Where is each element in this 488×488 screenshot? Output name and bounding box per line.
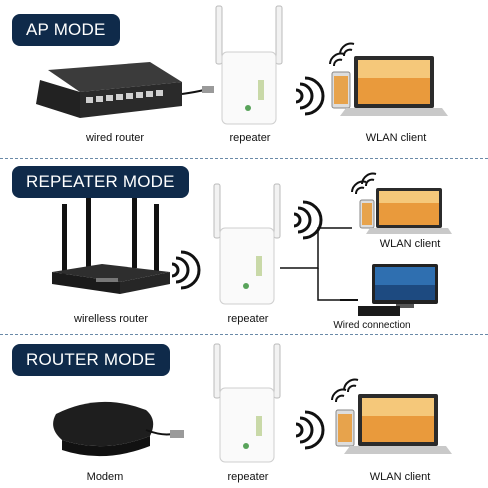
wired-connection-label: Wired connection: [333, 320, 411, 331]
wired-client-icon: [340, 264, 438, 316]
client-label: WLAN client: [369, 471, 431, 483]
router-mode-illustration: [53, 343, 452, 463]
wireless-router-icon: [52, 198, 170, 294]
wifi-small-icon: [351, 172, 377, 195]
panel-router-mode: ROUTER MODE: [0, 336, 488, 488]
repeater-label: repeater: [227, 313, 269, 325]
modem-icon: [53, 401, 184, 457]
divider: [0, 334, 488, 335]
wifi-icon: [295, 410, 325, 450]
repeater-icon: [215, 5, 283, 125]
client-label: WLAN client: [379, 238, 441, 250]
repeater-icon: [213, 183, 281, 305]
wifi-icon: [295, 76, 325, 116]
wired-router-icon: [36, 62, 214, 118]
repeater-label: repeater: [229, 132, 271, 144]
mode-badge: ROUTER MODE: [12, 344, 170, 376]
mode-badge: REPEATER MODE: [12, 166, 189, 198]
divider: [0, 158, 488, 159]
mode-badge: AP MODE: [12, 14, 120, 46]
repeater-label: repeater: [227, 471, 269, 483]
wlan-client-icon: [331, 56, 448, 116]
wlan-client-icon: [359, 188, 452, 234]
source-label: wirelless router: [74, 313, 148, 325]
wifi-icon: [171, 250, 201, 290]
repeater-icon: [213, 343, 281, 463]
panel-ap-mode: AP MODE: [0, 0, 488, 158]
client-label: WLAN client: [365, 132, 427, 144]
connection-lines: [280, 227, 352, 301]
source-label: wired router: [85, 132, 145, 144]
panel-repeater-mode: REPEATER MODE: [0, 160, 488, 332]
source-label: Modem: [86, 471, 124, 483]
wifi-small-icon: [331, 378, 359, 403]
wifi-small-icon: [329, 42, 355, 67]
ap-mode-illustration: [36, 5, 448, 125]
wlan-client-icon: [335, 394, 452, 454]
repeater-mode-illustration: [52, 172, 452, 316]
wifi-icon: [293, 200, 323, 240]
